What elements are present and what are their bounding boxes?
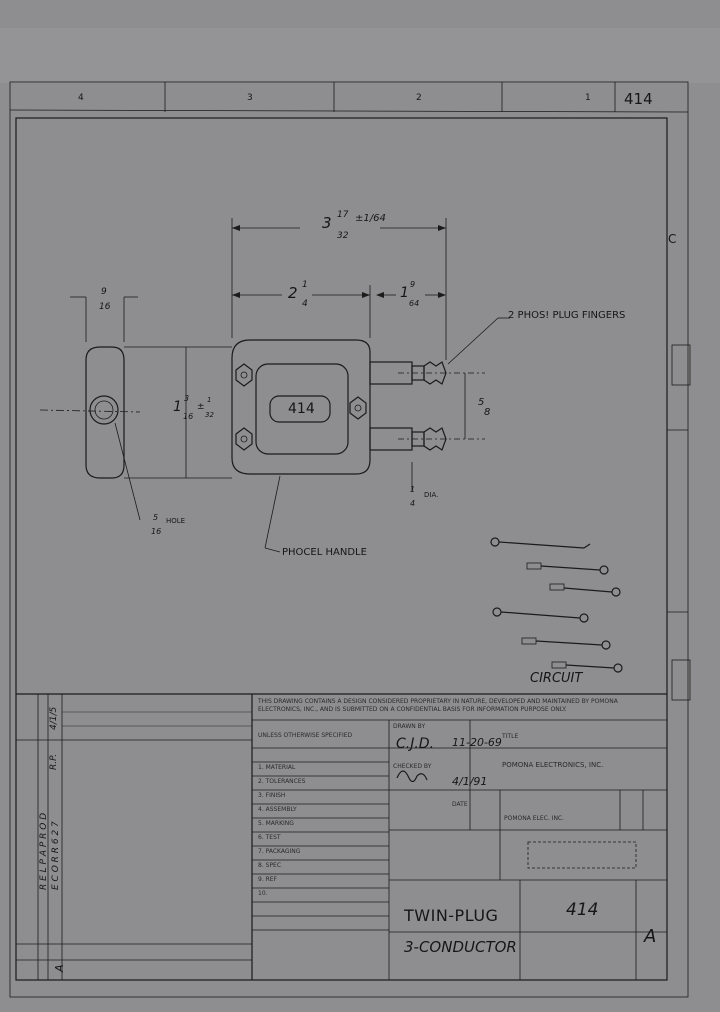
overall-length-whole: 3	[322, 214, 332, 232]
finger-length-den: 64	[409, 299, 420, 308]
handle-label: PHOCEL HANDLE	[282, 547, 367, 558]
drawing-number: 414	[566, 900, 599, 920]
finger-spacing-den: 8	[484, 407, 491, 418]
handle-length-num: 1	[302, 280, 308, 290]
tolerance-header: UNLESS OTHERWISE SPECIFIED	[258, 732, 353, 739]
hole-den: 16	[151, 527, 162, 536]
inner-frame	[15, 117, 668, 981]
checked-date: 4/1/91	[452, 775, 488, 788]
proprietary-notice: THIS DRAWING CONTAINS A DESIGN CONSIDERE…	[258, 698, 618, 713]
title-line-2: 3-CONDUCTOR	[404, 938, 517, 956]
height-tol-den: 32	[205, 411, 214, 419]
height-whole: 1	[173, 399, 182, 415]
company-small: POMONA ELEC. INC.	[504, 815, 565, 822]
handle-length-whole: 2	[288, 284, 298, 302]
drawn-date: 11-20-69	[452, 736, 502, 749]
circuit-label: CIRCUIT	[530, 671, 583, 686]
drawn-by-value: C.J.D.	[396, 736, 435, 752]
zone-3: 3	[247, 93, 253, 103]
note-7: 7. PACKAGING	[258, 848, 301, 855]
checked-by-label: CHECKED BY	[393, 763, 432, 770]
revision-initials: R.P.	[49, 753, 59, 770]
note-2: 2. TOLERANCES	[258, 778, 306, 785]
overall-length-tol: ±1/64	[355, 213, 386, 224]
note-4: 4. ASSEMBLY	[258, 806, 297, 813]
hole-label: HOLE	[166, 517, 186, 525]
overall-length-num: 17	[337, 210, 349, 220]
revision-block-letter: A	[644, 926, 657, 947]
drawn-by-label: DRAWN BY	[393, 723, 426, 730]
finger-dia-num: 1	[410, 485, 416, 494]
date-label: DATE	[452, 801, 468, 808]
note-8: 8. SPEC	[258, 862, 282, 869]
dimension-lines	[231, 218, 510, 553]
circuit-schematic	[490, 537, 623, 673]
zone-1: 1	[585, 93, 591, 103]
right-zone-letter: C	[668, 232, 677, 246]
title-block-lines	[16, 693, 667, 980]
height-num: 3	[184, 394, 190, 403]
finger-length-num: 9	[410, 280, 416, 289]
fingers-label: 2 PHOS! PLUG FINGERS	[508, 310, 626, 321]
side-width-num: 9	[101, 287, 107, 297]
finger-dia-den: 4	[410, 499, 416, 508]
overall-length-den: 32	[337, 231, 349, 241]
revision-date: 4/1/5	[49, 706, 59, 730]
height-tol-num: 1	[207, 396, 212, 404]
plug-marking: 414	[288, 401, 315, 417]
note-6: 6. TEST	[258, 834, 281, 841]
note-1: 1. MATERIAL	[258, 764, 296, 771]
revision-text-2: E C O R R 6 2 7	[51, 821, 61, 890]
company-name: POMONA ELECTRONICS, INC.	[502, 761, 604, 769]
height-tol-sign: ±	[197, 402, 205, 412]
note-10: 10.	[258, 890, 268, 897]
side-width-den: 16	[99, 302, 111, 312]
end-view	[39, 296, 141, 521]
plug-body	[124, 339, 485, 479]
height-den: 16	[183, 412, 194, 421]
hole-num: 5	[153, 513, 159, 522]
note-5: 5. MARKING	[258, 820, 294, 827]
finger-dia-label: DIA.	[424, 491, 439, 499]
title-label: TITLE	[502, 733, 519, 740]
corner-drawing-number: 414	[624, 90, 653, 108]
finger-spacing-num: 5	[478, 397, 485, 408]
title-line-1: TWIN-PLUG	[404, 906, 499, 925]
zone-2: 2	[416, 93, 422, 103]
outer-frame	[9, 81, 689, 998]
note-9: 9. REF	[258, 876, 278, 883]
revision-letter: A	[53, 964, 66, 972]
finger-length-whole: 1	[400, 285, 409, 301]
note-3: 3. FINISH	[258, 792, 286, 799]
handle-length-den: 4	[302, 299, 308, 309]
revision-text-1: R E L P A P R O D	[39, 812, 49, 890]
zone-4: 4	[78, 93, 84, 103]
